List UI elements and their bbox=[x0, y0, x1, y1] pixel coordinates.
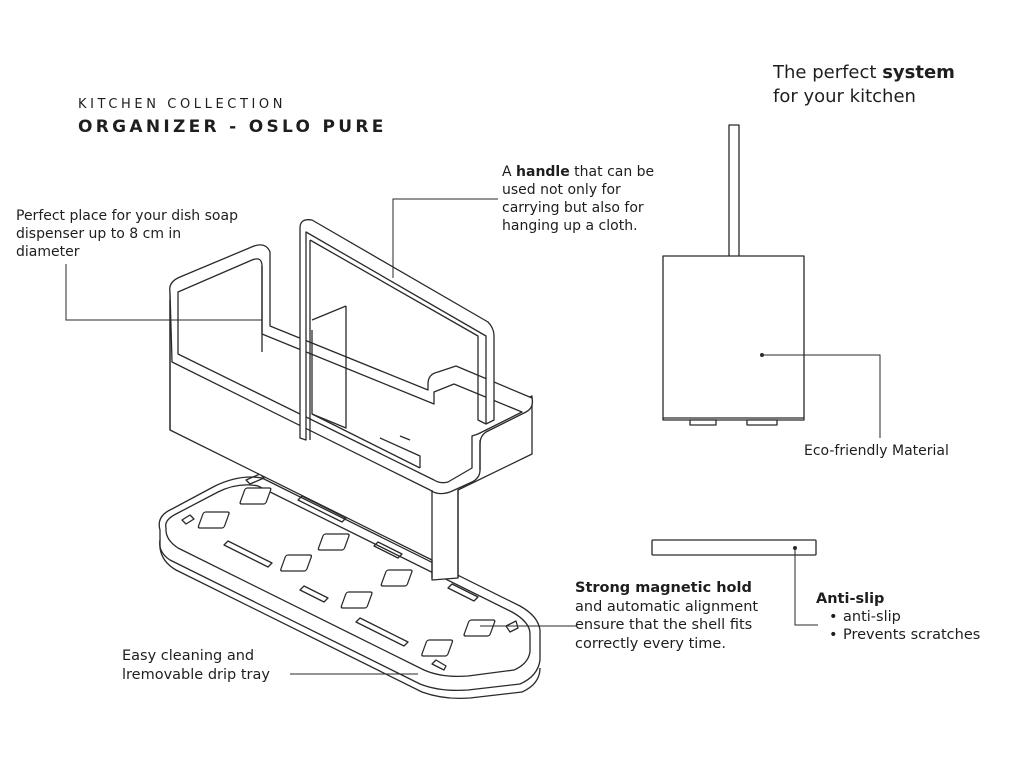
callout-magnetic-bold: Strong magnetic hold bbox=[575, 580, 752, 596]
anti-slip-item: anti-slip bbox=[816, 608, 980, 626]
anti-slip-list: anti-slip Prevents scratches bbox=[816, 608, 980, 644]
anti-slip-pad bbox=[651, 539, 817, 556]
collection-kicker: KITCHEN COLLECTION bbox=[78, 97, 287, 112]
callout-handle: A handle that can be used not only for c… bbox=[502, 163, 667, 235]
callout-handle-bold: handle bbox=[516, 164, 570, 180]
tray-pads bbox=[197, 487, 496, 657]
organizer-body bbox=[169, 219, 534, 581]
callout-handle-prefix: A bbox=[502, 164, 517, 180]
drip-tray bbox=[158, 473, 541, 700]
leader-lines bbox=[65, 198, 881, 675]
tagline-line2: for your kitchen bbox=[773, 86, 916, 107]
callout-soap-dispenser: Perfect place for your dish soap dispens… bbox=[16, 208, 238, 260]
anti-slip-title: Anti-slip bbox=[816, 591, 885, 607]
tagline-bold: system bbox=[882, 62, 955, 83]
callout-drip-tray: Easy cleaning and lremovable drip tray bbox=[122, 648, 270, 683]
tagline: The perfect system for your kitchen bbox=[773, 61, 955, 109]
product-title: ORGANIZER - OSLO PURE bbox=[78, 117, 387, 137]
callout-handle-rest: that can be used not only for carrying b… bbox=[502, 164, 655, 234]
callout-magnetic-hold: Strong magnetic hold and automatic align… bbox=[575, 579, 760, 653]
tray-ribs bbox=[181, 473, 519, 671]
callout-anti-slip: Anti-slip anti-slip Prevents scratches bbox=[816, 590, 980, 644]
side-view bbox=[662, 124, 805, 426]
tagline-prefix: The perfect bbox=[773, 62, 883, 83]
anti-slip-item: Prevents scratches bbox=[816, 626, 980, 644]
callout-magnetic-rest: and automatic alignment ensure that the … bbox=[575, 598, 759, 652]
callout-eco-material: Eco-friendly Material bbox=[804, 443, 949, 459]
